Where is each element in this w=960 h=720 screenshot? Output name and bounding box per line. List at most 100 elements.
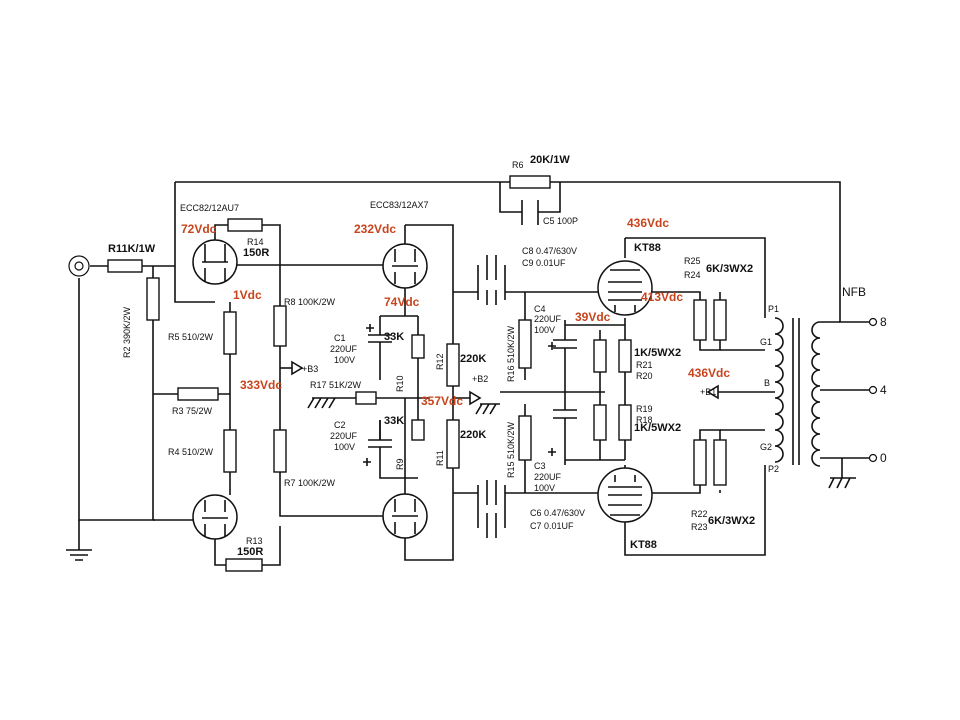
label-r11b-val: 220K bbox=[460, 429, 486, 441]
capacitor-c9 bbox=[486, 290, 497, 305]
resistor-r19 bbox=[593, 404, 607, 441]
capacitor-c2 bbox=[363, 420, 392, 466]
label-c2-v2: 100V bbox=[334, 442, 355, 452]
label-c7: C7 0.01UF bbox=[530, 521, 574, 531]
output-terminal-8[interactable] bbox=[868, 317, 878, 327]
ground-symbol-r17 bbox=[307, 397, 336, 409]
tube-v2-top bbox=[382, 243, 428, 289]
voltage-v1-plate: 72Vdc bbox=[181, 222, 217, 236]
resistor-r10 bbox=[411, 334, 425, 359]
resistor-r12 bbox=[446, 343, 460, 387]
label-g1: G1 bbox=[760, 337, 772, 347]
label-c8: C8 0.47/630V bbox=[522, 246, 577, 256]
label-c1-v2: 100V bbox=[334, 355, 355, 365]
label-c1-v1: 220UF bbox=[330, 344, 358, 354]
resistor-r21 bbox=[593, 339, 607, 373]
label-r18: R18 bbox=[636, 415, 653, 425]
label-r4: R4 510/2W bbox=[168, 447, 214, 457]
resistor-r9 bbox=[411, 419, 425, 441]
resistor-r4 bbox=[223, 429, 237, 473]
capacitor-c3 bbox=[548, 409, 577, 456]
ground-symbol-pwr bbox=[475, 403, 500, 415]
label-c3-v1: 220UF bbox=[534, 472, 562, 482]
label-v2-type: ECC83/12AX7 bbox=[370, 200, 429, 210]
label-kt88-bottom: KT88 bbox=[630, 539, 657, 551]
label-r12-val: 220K bbox=[460, 353, 486, 365]
label-r6-name: R6 bbox=[512, 160, 524, 170]
label-r11: R11K/1W bbox=[108, 243, 156, 255]
b3-arrow-icon bbox=[291, 360, 304, 376]
label-nfb: NFB bbox=[842, 285, 866, 299]
resistor-r5 bbox=[223, 311, 237, 355]
tube-v1-bottom bbox=[192, 494, 238, 540]
tube-v2-bottom bbox=[382, 493, 428, 539]
tube-v1-top bbox=[192, 239, 238, 285]
label-b3: +B3 bbox=[302, 364, 318, 374]
label-r8: R8 100K/2W bbox=[284, 297, 336, 307]
label-r7: R7 100K/2W bbox=[284, 478, 336, 488]
label-r2: R2 390K/2W bbox=[122, 306, 132, 358]
resistor-r16 bbox=[518, 319, 532, 369]
b2-arrow-icon bbox=[469, 390, 482, 406]
capacitor-c5 bbox=[521, 200, 539, 225]
resistor-r11b bbox=[446, 419, 460, 469]
resistor-r23 bbox=[713, 439, 727, 486]
voltage-kt88-screen: 413Vdc bbox=[641, 290, 683, 304]
label-g2: G2 bbox=[760, 442, 772, 452]
output-terminal-0[interactable] bbox=[868, 453, 878, 463]
label-tap-0: 0 bbox=[880, 451, 887, 465]
input-jack bbox=[68, 255, 90, 277]
label-r25: R25 bbox=[684, 256, 701, 266]
label-r19: R19 bbox=[636, 404, 653, 414]
capacitor-c8 bbox=[486, 255, 497, 280]
label-r22-val: 6K/3WX2 bbox=[708, 515, 755, 527]
label-r24: R24 bbox=[684, 270, 701, 280]
b1-arrow-icon bbox=[706, 384, 719, 400]
label-r9-val: 33K bbox=[384, 415, 404, 427]
label-tap-4: 4 bbox=[880, 383, 887, 397]
capacitor-c6 bbox=[486, 480, 497, 505]
label-c4-v1: 220UF bbox=[534, 314, 562, 324]
resistor-r24 bbox=[713, 299, 727, 341]
label-kt88-top: KT88 bbox=[634, 242, 661, 254]
output-terminal-4[interactable] bbox=[868, 385, 878, 395]
tube-kt88-bottom bbox=[597, 467, 653, 523]
voltage-v2-plate: 232Vdc bbox=[354, 222, 396, 236]
label-b2: +B2 bbox=[472, 374, 488, 384]
label-r13-name: R13 bbox=[246, 536, 263, 546]
label-r19-val: 1K/5WX2 bbox=[634, 422, 681, 434]
voltage-b3: 333Vdc bbox=[240, 378, 282, 392]
resistor-r14 bbox=[227, 218, 263, 232]
resistor-r22 bbox=[693, 439, 707, 486]
resistor-r15 bbox=[518, 415, 532, 461]
label-r16: R16 510K/2W bbox=[506, 325, 516, 382]
label-tap-8: 8 bbox=[880, 315, 887, 329]
label-c2-v1: 220UF bbox=[330, 431, 358, 441]
label-r9: R9 bbox=[395, 458, 405, 470]
voltage-b1: 436Vdc bbox=[688, 366, 730, 380]
resistor-r25 bbox=[693, 299, 707, 341]
voltage-kt88-plate: 436Vdc bbox=[627, 216, 669, 230]
label-c5: C5 100P bbox=[543, 216, 578, 226]
label-c3: C3 bbox=[534, 461, 546, 471]
capacitor-c1 bbox=[366, 324, 392, 360]
label-c1: C1 bbox=[334, 333, 346, 343]
label-p1: P1 bbox=[768, 304, 779, 314]
resistor-r17 bbox=[355, 391, 377, 405]
label-c3-v2: 100V bbox=[534, 483, 555, 493]
label-v1-type: ECC82/12AU7 bbox=[180, 203, 239, 213]
resistor-r11 bbox=[107, 259, 143, 273]
label-r14-val: 150R bbox=[243, 247, 269, 259]
label-b1: +B1 bbox=[700, 387, 716, 397]
resistor-r13 bbox=[225, 558, 263, 572]
capacitor-c7 bbox=[486, 513, 497, 538]
resistor-r3 bbox=[177, 387, 219, 401]
label-r13-val: 150R bbox=[237, 546, 263, 558]
tube-kt88-top bbox=[597, 260, 653, 316]
label-r15: R15 510K/2W bbox=[506, 421, 516, 478]
label-c9: C9 0.01UF bbox=[522, 258, 566, 268]
resistor-r6 bbox=[509, 175, 551, 189]
resistor-r7 bbox=[273, 429, 287, 473]
label-c4: C4 bbox=[534, 304, 546, 314]
label-p2: P2 bbox=[768, 464, 779, 474]
